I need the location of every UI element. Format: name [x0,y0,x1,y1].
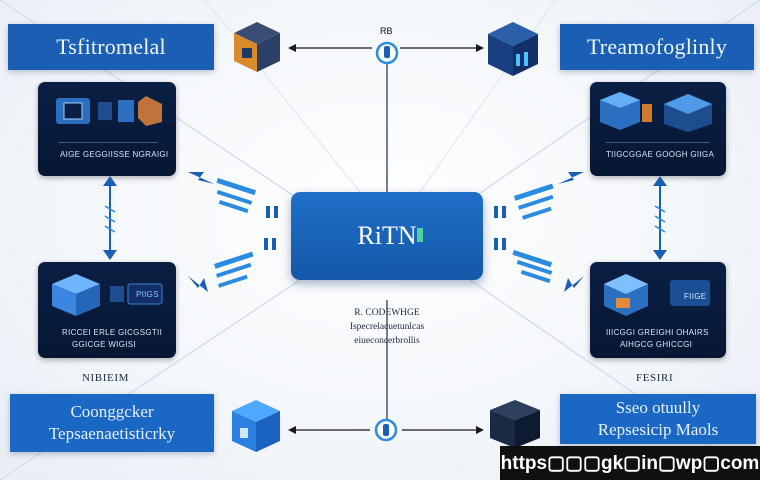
panel-top-right-divider [606,142,710,143]
panel-mid-right-tag: FIIGE [684,292,707,301]
panel-mid-left-screen-icon [110,283,163,305]
panel-top-left-cubes-icon [56,96,162,126]
panel-mid-right-caption-1: IIICGGI GREIGHI OHAIRS [606,328,709,337]
label-bottom-left: Coonggcker Tepsaenaetisticrky [10,394,214,452]
right-mid-label: FESIRI [636,372,674,384]
panel-top-left: AIGE GEGGIISSE NGRAIGI [38,82,176,176]
right-upper-flow-arrow [494,172,584,220]
panel-mid-left-cube-icon [52,274,100,316]
center-subtitle-1: R. CODEWHGE [354,308,420,318]
left-lower-flow-arrow [188,238,276,292]
center-title: RiTN [357,221,417,250]
left-vertical-arrow [103,176,117,260]
panel-mid-left-tag: PIIGS [136,290,159,299]
label-top-left: Tsfitromelal [8,24,214,70]
panel-mid-left-caption-2: GGICGE WIGISI [72,340,136,349]
panel-mid-right: FIIGE IIICGGI GREIGHI OHAIRS AIHGCG GHIC… [590,262,726,358]
top-center-node-icon [375,41,399,65]
panel-top-right: TIIGCGGAE GOOGH GIIGA [590,82,726,176]
top-arrows [288,44,484,52]
panel-mid-right-cubes-icon [604,274,710,316]
center-subtitle-3: eiueconcerbrollis [354,336,420,346]
label-bottom-right-line2: Repsesicip Maols [597,420,719,439]
label-bottom-left-line2: Tepsaenaetisticrky [48,424,176,443]
panel-top-left-divider [58,142,158,143]
cube-bottom-left-icon [232,400,280,452]
label-bottom-right-line1: Sseo otuully [615,398,701,417]
right-lower-flow-arrow [494,238,584,292]
cube-bottom-right-icon [490,400,540,448]
center-title-accent [417,228,423,242]
label-bottom-left-line1: Coonggcker [70,402,154,421]
top-center-icon-label: RB [380,26,393,36]
left-mid-label: NIBIEIM [82,372,129,384]
left-upper-flow-arrow [188,172,278,218]
panel-mid-left: PIIGS RICCEI ERLE GICGSGTII GGICGE WIGIS… [38,262,176,358]
cube-top-right-icon [488,22,538,76]
label-top-right: Treamofoglinly [560,24,754,70]
panel-mid-right-caption-2: AIHGCG GHICCGI [620,340,693,349]
label-bottom-right: Sseo otuully Repsesicip Maols [560,394,756,444]
center-node: RiTN [291,192,483,280]
panel-top-left-caption: AIGE GEGGIISSE NGRAIGI [60,150,169,159]
cube-top-left-icon [234,22,280,72]
bottom-center-node-icon [374,418,398,442]
right-vertical-arrow [653,176,667,260]
center-subtitle-2: Ispecrelacuetunlcas [349,322,425,332]
panel-top-right-cubes-icon [600,92,712,132]
panel-mid-left-caption-1: RICCEI ERLE GICGSGTII [62,328,163,337]
bottom-arrows [288,426,484,434]
panel-top-right-caption: TIIGCGGAE GOOGH GIIGA [606,150,715,159]
watermark-banner: https▢▢▢gk▢in▢wp▢com [500,446,760,480]
